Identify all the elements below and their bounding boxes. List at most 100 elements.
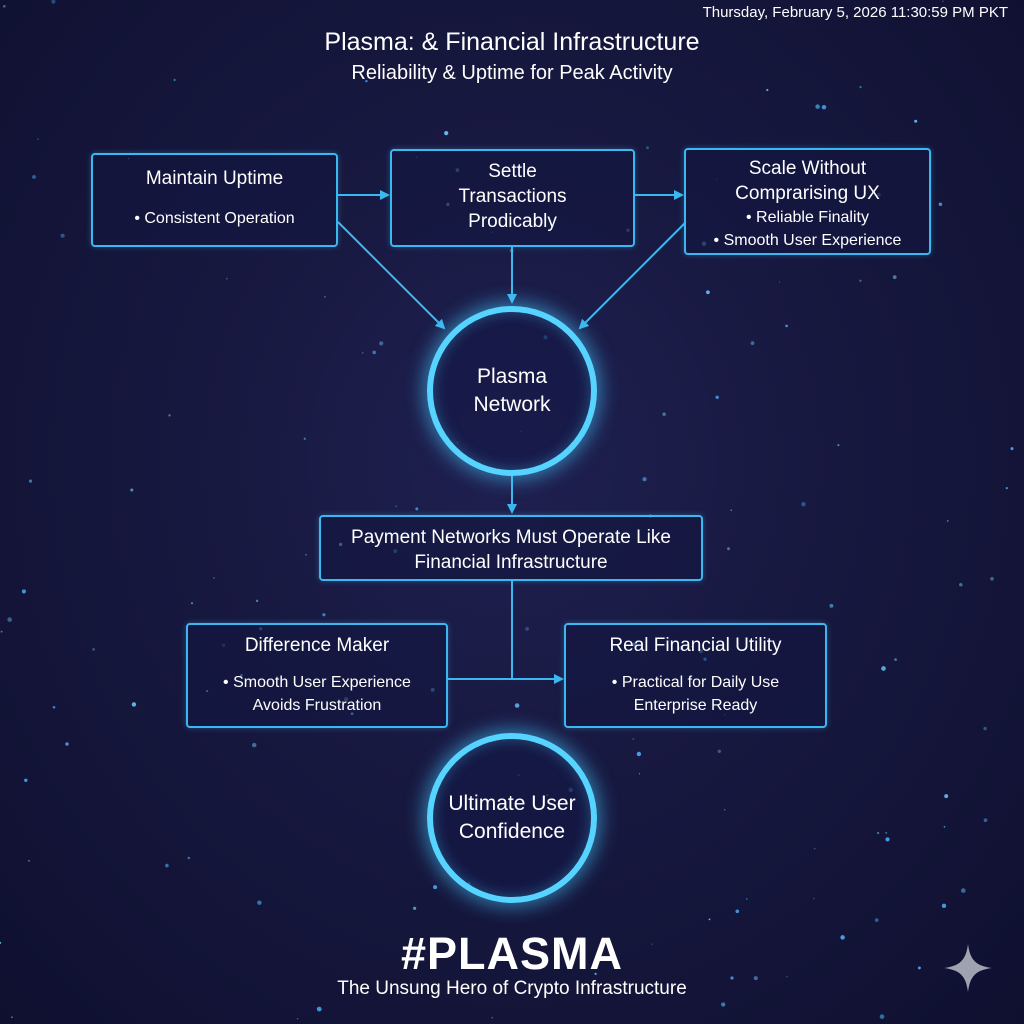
star-dot bbox=[365, 79, 368, 83]
node-difference-line-2: Avoids Frustration bbox=[252, 697, 382, 714]
star-dot bbox=[415, 507, 419, 511]
node-maintain-uptime: Maintain Uptime • Consistent Operation bbox=[91, 153, 338, 247]
star-dot bbox=[7, 617, 12, 622]
star-dot bbox=[1005, 487, 1008, 490]
arrow-uptime-to-plasma bbox=[337, 221, 446, 330]
star-dot bbox=[296, 1018, 299, 1020]
star-dot bbox=[525, 627, 529, 631]
star-dot bbox=[983, 818, 988, 822]
node-payment-networks: Payment Networks Must Operate Like Finan… bbox=[319, 515, 703, 581]
star-dot bbox=[801, 502, 806, 507]
star-dot bbox=[255, 599, 259, 603]
star-dot bbox=[372, 350, 377, 355]
star-dot bbox=[874, 918, 879, 922]
star-dot bbox=[876, 831, 880, 835]
star-dot bbox=[708, 918, 711, 921]
sparkle-icon bbox=[944, 944, 992, 992]
star-dot bbox=[130, 488, 134, 492]
star-dot bbox=[840, 935, 845, 940]
star-dot bbox=[753, 976, 758, 981]
star-dot bbox=[213, 577, 215, 579]
star-dot bbox=[894, 658, 897, 661]
timestamp: Thursday, February 5, 2026 11:30:59 PM P… bbox=[702, 4, 1008, 21]
star-dot bbox=[885, 837, 890, 842]
star-dot bbox=[662, 412, 666, 416]
star-dot bbox=[813, 897, 815, 900]
star-dot bbox=[594, 972, 597, 976]
star-dot bbox=[10, 1016, 13, 1019]
star-dot bbox=[746, 898, 748, 900]
star-dot bbox=[2, 4, 6, 8]
star-dot bbox=[983, 726, 987, 731]
star-dot bbox=[786, 975, 788, 978]
brand-tagline: The Unsung Hero of Crypto Infrastructure bbox=[337, 978, 687, 999]
star-dot bbox=[51, 0, 56, 4]
star-dot bbox=[829, 603, 834, 608]
node-confidence-line-1: Ultimate User bbox=[448, 792, 576, 815]
star-dot bbox=[735, 909, 740, 914]
star-dot bbox=[766, 88, 769, 92]
star-dot bbox=[859, 279, 862, 282]
node-scale-bullet-2: • Smooth User Experience bbox=[713, 232, 902, 249]
node-payment-line-2: Financial Infrastructure bbox=[414, 552, 608, 573]
node-plasma-line-2: Network bbox=[473, 393, 551, 416]
star-dot bbox=[412, 906, 417, 910]
star-dot bbox=[938, 202, 943, 207]
node-utility-line-1: • Practical for Daily Use bbox=[611, 674, 780, 691]
star-dot bbox=[715, 395, 719, 399]
star-dot bbox=[642, 477, 647, 482]
star-dot bbox=[395, 505, 398, 508]
star-dot bbox=[917, 966, 921, 970]
node-utility-title: Real Financial Utility bbox=[609, 635, 782, 656]
star-dot bbox=[21, 589, 26, 594]
diagram-subtitle: Reliability & Uptime for Peak Activity bbox=[351, 62, 673, 84]
star-dot bbox=[821, 104, 827, 110]
star-dot bbox=[190, 602, 194, 605]
star-dot bbox=[885, 831, 888, 834]
node-scale-without: Scale Without Comprarising UX • Reliable… bbox=[684, 148, 931, 255]
star-dot bbox=[324, 296, 326, 298]
star-dot bbox=[0, 630, 3, 633]
star-dot bbox=[815, 104, 820, 109]
node-difference-maker: Difference Maker • Smooth User Experienc… bbox=[186, 623, 448, 728]
star-dot bbox=[168, 414, 171, 417]
star-dot bbox=[257, 900, 262, 905]
star-dot bbox=[946, 520, 949, 522]
node-plasma-network: Plasma Network bbox=[427, 306, 597, 476]
star-dot bbox=[959, 582, 963, 587]
star-dot bbox=[316, 1006, 322, 1012]
star-dot bbox=[491, 1016, 493, 1019]
arrow-scale-to-plasma bbox=[578, 221, 687, 330]
star-dot bbox=[750, 341, 755, 346]
node-settle-transactions: Settle Transactions Prodicably bbox=[390, 149, 635, 247]
star-dot bbox=[785, 324, 788, 328]
star-dot bbox=[303, 437, 306, 440]
star-dot bbox=[914, 119, 918, 123]
star-dot bbox=[24, 778, 28, 782]
star-dot bbox=[636, 751, 642, 757]
star-dot bbox=[92, 648, 95, 651]
star-dot bbox=[322, 613, 326, 617]
star-dot bbox=[60, 233, 65, 238]
star-dot bbox=[859, 85, 862, 89]
brand-hashtag: #PLASMA bbox=[400, 928, 624, 979]
node-confidence-line-2: Confidence bbox=[458, 820, 566, 843]
star-dot bbox=[727, 547, 730, 551]
star-dot bbox=[1010, 447, 1014, 451]
star-dot bbox=[881, 666, 886, 671]
star-dot bbox=[990, 576, 994, 581]
star-dot bbox=[305, 553, 307, 556]
star-dot bbox=[837, 444, 840, 447]
star-dot bbox=[724, 809, 726, 811]
node-utility-line-2: Enterprise Ready bbox=[633, 697, 758, 714]
star-dot bbox=[943, 825, 946, 828]
star-dot bbox=[721, 1002, 726, 1007]
star-dot bbox=[28, 860, 30, 862]
star-dot bbox=[379, 341, 384, 346]
star-dot bbox=[638, 773, 641, 775]
star-dot bbox=[941, 903, 947, 908]
star-dot bbox=[632, 738, 635, 740]
connector-payment-to-utilities bbox=[448, 581, 513, 680]
node-settle-line-2: Transactions bbox=[458, 186, 567, 207]
